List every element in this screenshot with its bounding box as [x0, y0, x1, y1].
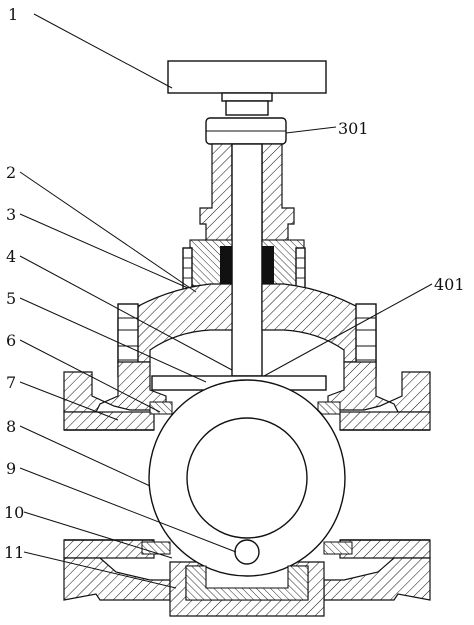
callout-10: 10: [4, 503, 24, 522]
callout-5: 5: [6, 289, 16, 308]
callout-9: 9: [6, 459, 16, 478]
bonnet: [117, 283, 377, 363]
bottom-seat-cup: [185, 565, 309, 601]
valve-ball: [148, 379, 346, 577]
handwheel: [167, 60, 327, 116]
callout-301: 301: [338, 119, 369, 138]
callout-1: 1: [8, 5, 18, 24]
callout-3: 3: [6, 205, 16, 224]
valve-body: [63, 361, 431, 617]
upper-seat-seal: [149, 401, 341, 415]
callout-8: 8: [6, 417, 16, 436]
yoke: [199, 143, 295, 247]
callout-401: 401: [434, 275, 465, 294]
detent-ball: [234, 539, 260, 565]
stem-nut: [205, 117, 287, 145]
bonnet-bolt-right: [355, 303, 377, 377]
valve-stem: [231, 143, 263, 377]
callout-11: 11: [4, 543, 24, 562]
callout-2: 2: [6, 163, 16, 182]
callout-6: 6: [6, 331, 16, 350]
leader-lines: [19, 13, 433, 589]
callout-labels: 1 2 3 4 5 6 7 8 9 10 11 301 401: [4, 5, 465, 562]
callout-4: 4: [6, 247, 16, 266]
callout-7: 7: [6, 373, 16, 392]
